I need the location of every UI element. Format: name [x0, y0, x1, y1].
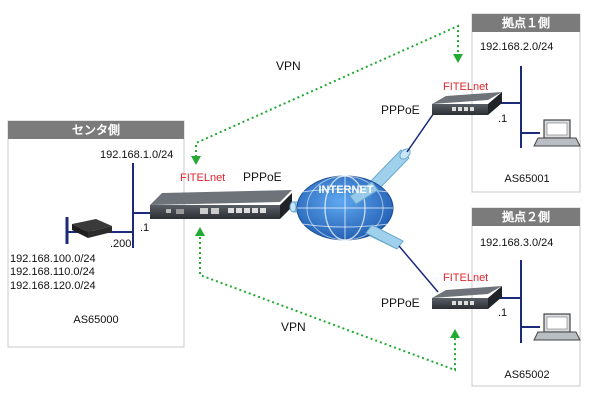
vpn-top-arrow-site1	[453, 54, 463, 63]
site2-tunnel-front	[365, 224, 404, 250]
site2-laptop-icon	[533, 313, 581, 341]
vpn-bottom-arrow-site2	[450, 329, 460, 338]
site2-pppoe-label: PPPoE	[381, 296, 420, 310]
site1-network-label: 192.168.2.0/24	[480, 41, 553, 53]
center-panel-header	[8, 121, 184, 139]
vpn-bottom-label: VPN	[281, 320, 306, 334]
site1-laptop-icon	[533, 119, 581, 147]
center-network-label: 192.168.1.0/24	[100, 149, 173, 161]
site2-panel-border	[471, 207, 581, 387]
center-router-icon	[150, 190, 292, 219]
center-as-label: AS65000	[73, 314, 118, 326]
vpn-bottom-path	[195, 227, 460, 372]
site2-router-icon	[432, 286, 502, 309]
center-lan-network-3: 192.168.120.0/24	[10, 280, 96, 292]
center-lan-router-icon	[72, 219, 112, 238]
site1-as-label: AS65001	[504, 173, 549, 185]
center-pppoe-label: PPPoE	[243, 170, 282, 184]
vpn-top-path	[191, 24, 463, 165]
vpn-top-arrow-center	[191, 156, 201, 165]
site2-as-label: AS65002	[504, 369, 549, 381]
site1-panel-title: 拠点１側	[502, 15, 550, 30]
internet-label: INTERNET	[319, 184, 374, 196]
center-lan-network-2: 192.168.110.0/24	[10, 266, 95, 278]
site2-network-label: 192.168.3.0/24	[480, 237, 553, 249]
site2-panel-title: 拠点２側	[502, 209, 550, 224]
site2-panel-header	[472, 208, 580, 226]
center-panel-title: センタ側	[72, 122, 120, 137]
site2-wan-link	[398, 245, 439, 293]
center-lan-network-1: 192.168.100.0/24	[10, 253, 96, 265]
site2-router-host-label: .1	[498, 307, 507, 319]
site1-tunnel-front	[349, 181, 379, 205]
site2-brand-label: FITELnet	[443, 272, 488, 284]
center-panel: センタ側	[7, 120, 185, 348]
vpn-bottom-arrow-center	[195, 227, 205, 236]
site2-panel: 拠点２側	[471, 207, 581, 387]
center-brand-label: FITELnet	[180, 172, 225, 184]
vpn-top-label: VPN	[276, 59, 301, 73]
site1-router-host-label: .1	[498, 113, 507, 125]
site1-router-icon	[432, 92, 502, 115]
center-lan-host-label: .200	[110, 238, 131, 250]
site1-pppoe-label: PPPoE	[381, 103, 420, 117]
center-router-host-label: .1	[140, 222, 149, 234]
site1-wan-link	[406, 109, 437, 153]
site1-panel-header	[472, 14, 580, 32]
site1-brand-label: FITELnet	[443, 81, 488, 93]
